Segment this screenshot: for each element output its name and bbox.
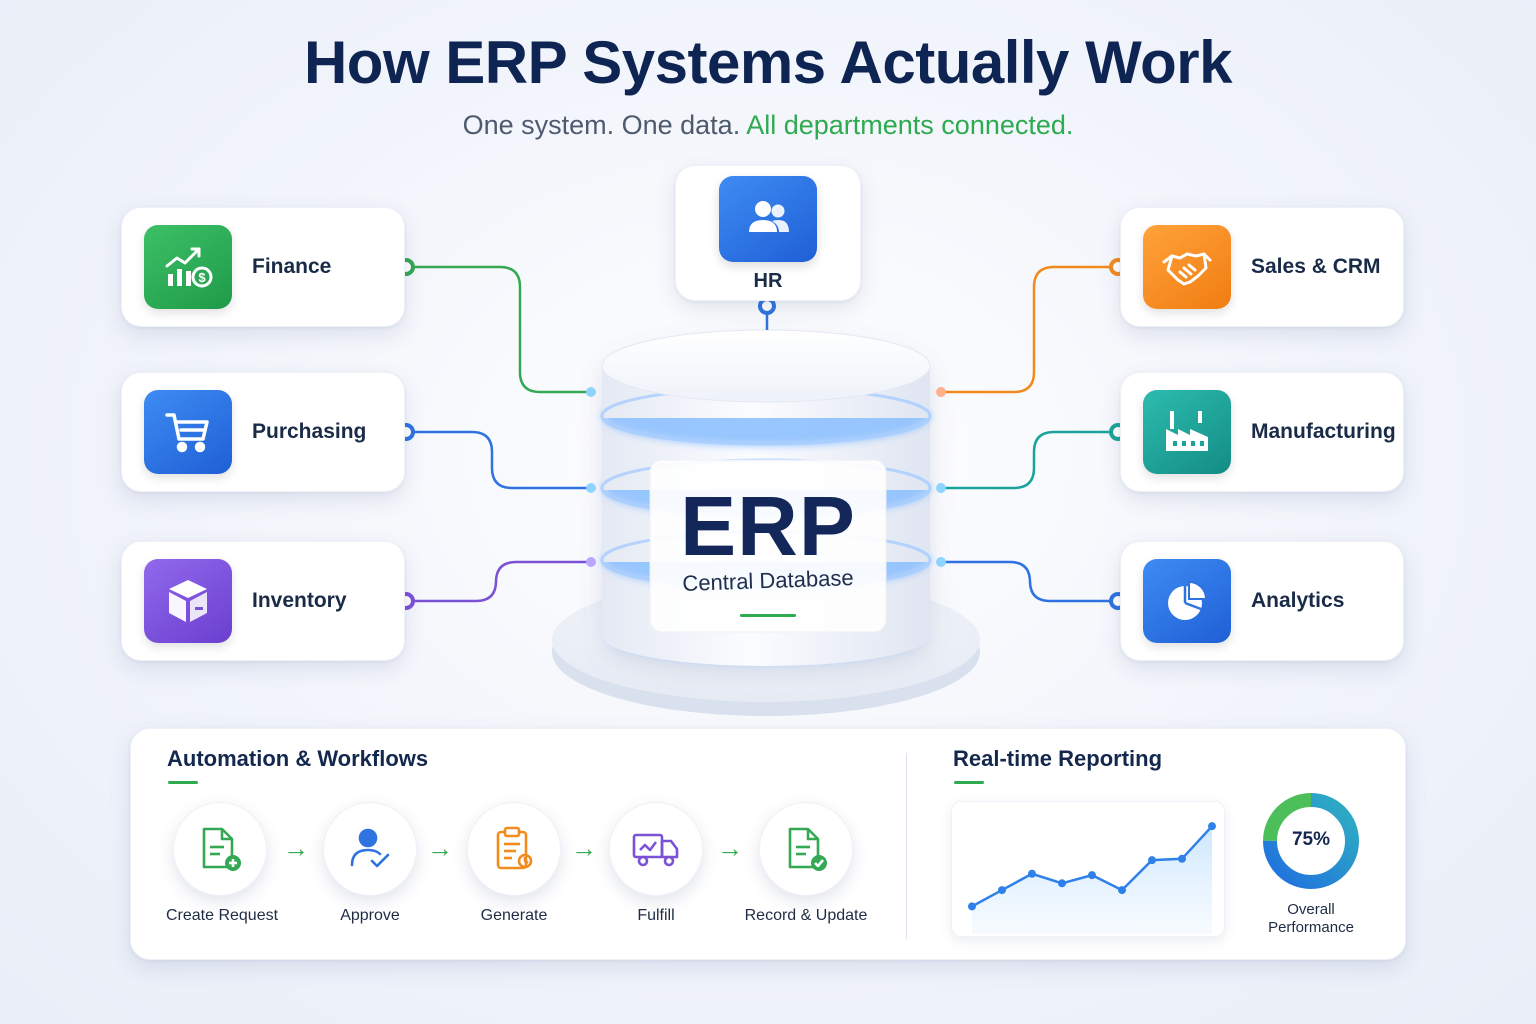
trend-point-3 xyxy=(1028,869,1036,878)
inventory-label: Inventory xyxy=(252,589,347,612)
wire-inventory xyxy=(406,560,590,603)
step-fulfill[interactable] xyxy=(609,802,703,896)
erp-label-panel xyxy=(649,459,887,633)
document-check-icon xyxy=(788,827,827,871)
finance-port-glow xyxy=(586,387,596,397)
step-arrow-1: → xyxy=(283,833,309,863)
manufacturing-label: Manufacturing xyxy=(1251,420,1396,443)
truck-icon xyxy=(632,833,679,867)
automation-title: Automation & Workflows xyxy=(167,746,429,771)
trend-point-5 xyxy=(1088,871,1096,880)
manufacturing-port-glow xyxy=(936,483,946,493)
trend-point-1 xyxy=(968,902,976,911)
donut-label: Overall Performance xyxy=(1241,901,1381,937)
wire-sales xyxy=(942,265,1118,394)
user-check-icon xyxy=(350,828,390,868)
analytics-port-glow xyxy=(936,557,946,567)
trend-point-9 xyxy=(1208,822,1216,831)
reporting-underline xyxy=(954,781,984,784)
department-analytics[interactable]: Analytics xyxy=(1120,541,1404,661)
trend-area xyxy=(972,826,1212,934)
analytics-label: Analytics xyxy=(1251,589,1345,612)
automation-underline xyxy=(168,781,198,784)
step-generate[interactable] xyxy=(467,802,561,896)
step-arrow-3: → xyxy=(571,833,597,863)
inventory-port-glow xyxy=(586,557,596,567)
subtitle-part-2: All departments connected. xyxy=(746,110,1074,140)
step-fulfill-label: Fulfill xyxy=(637,907,675,924)
subtitle-part-1: One system. One data. xyxy=(462,110,747,140)
department-inventory[interactable]: Inventory xyxy=(121,541,405,661)
step-arrow-4: → xyxy=(717,833,743,863)
chart-money-icon: $ xyxy=(144,225,232,309)
document-add-icon xyxy=(202,827,241,871)
shopping-cart-icon xyxy=(144,390,232,474)
department-finance[interactable]: $ Finance xyxy=(121,207,405,327)
department-manufacturing[interactable]: Manufacturing xyxy=(1120,372,1404,492)
trend-point-2 xyxy=(998,886,1006,895)
pie-chart-icon xyxy=(1143,559,1231,643)
donut-remainder xyxy=(1263,793,1359,889)
purchasing-label: Purchasing xyxy=(252,420,367,443)
trend-point-8 xyxy=(1178,854,1186,863)
reporting-title: Real-time Reporting xyxy=(953,746,1163,771)
department-hr[interactable]: HR xyxy=(675,165,861,301)
wire-finance xyxy=(406,265,590,394)
step-arrow-2: → xyxy=(427,833,453,863)
wire-analytics xyxy=(942,560,1118,603)
svg-text:$: $ xyxy=(198,270,206,285)
department-purchasing[interactable]: Purchasing xyxy=(121,372,405,492)
performance-donut xyxy=(1263,793,1359,889)
erp-title: ERP xyxy=(680,479,856,573)
page-subtitle: One system. One data. All departments co… xyxy=(0,110,1536,141)
donut-label-line1: Overall xyxy=(1287,901,1335,918)
donut-label-line2: Performance xyxy=(1268,919,1354,936)
people-icon xyxy=(719,176,817,262)
purchasing-port-glow xyxy=(586,483,596,493)
step-record-update[interactable] xyxy=(759,802,853,896)
step-record-update-label: Record & Update xyxy=(744,907,868,924)
clipboard-icon xyxy=(496,826,533,870)
trend-point-6 xyxy=(1118,886,1126,895)
wire-manufacturing xyxy=(942,430,1118,490)
donut-value: 75% xyxy=(1291,829,1331,850)
hr-connector xyxy=(758,297,776,315)
trend-point-7 xyxy=(1148,856,1156,865)
factory-icon xyxy=(1143,390,1231,474)
page-title: How ERP Systems Actually Work xyxy=(303,29,1233,96)
step-generate-label: Generate xyxy=(480,907,548,924)
panel-divider xyxy=(906,753,907,939)
handshake-icon xyxy=(1143,225,1231,309)
erp-label-underline xyxy=(740,614,796,617)
step-approve-label: Approve xyxy=(340,907,400,924)
trend-chart-svg xyxy=(968,822,1216,934)
finance-label: Finance xyxy=(252,255,332,278)
step-create-request[interactable] xyxy=(173,802,267,896)
sales-crm-label: Sales & CRM xyxy=(1251,255,1381,278)
sales-port-glow xyxy=(936,387,946,397)
bottom-panel: Automation & Workflows Create Request → … xyxy=(130,728,1406,960)
wire-purchasing xyxy=(406,430,590,490)
trend-point-4 xyxy=(1058,879,1066,888)
step-create-request-label: Create Request xyxy=(165,907,279,924)
step-approve[interactable] xyxy=(323,802,417,896)
department-sales-crm[interactable]: Sales & CRM xyxy=(1120,207,1404,327)
box-icon xyxy=(144,559,232,643)
trend-chart xyxy=(951,801,1225,937)
hr-label: HR xyxy=(753,270,783,292)
